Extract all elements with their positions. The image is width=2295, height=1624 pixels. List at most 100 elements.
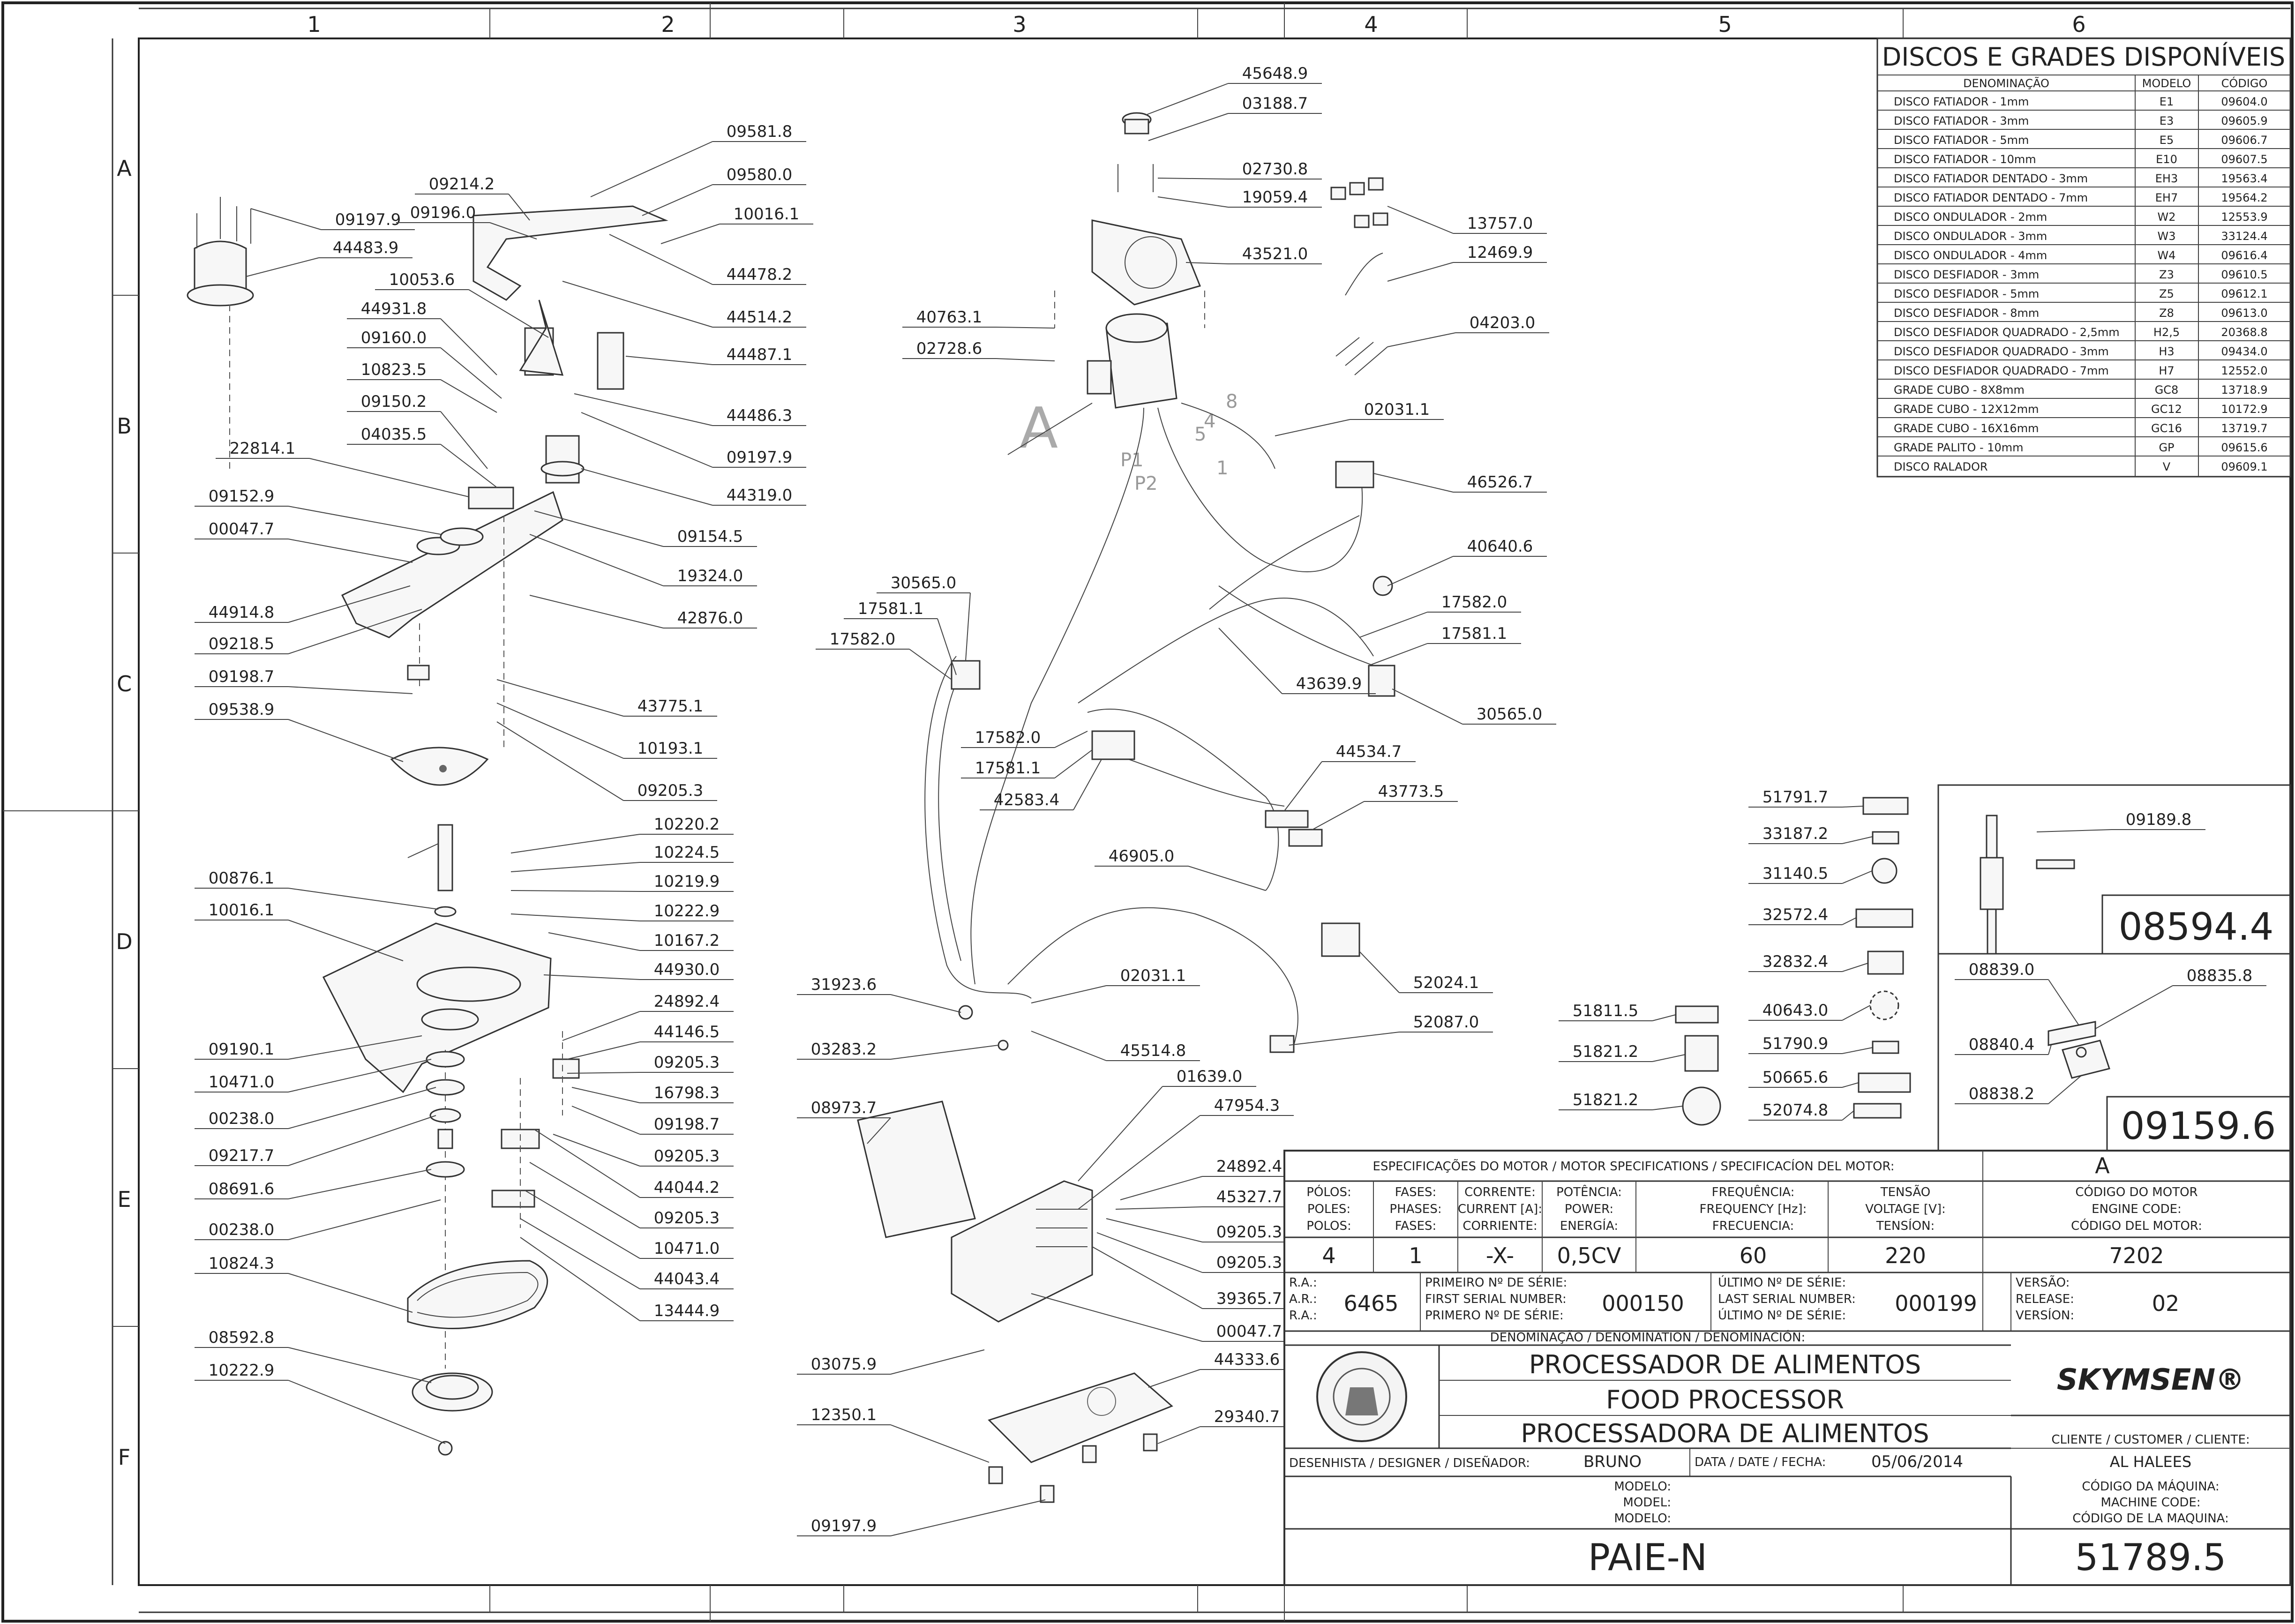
poles-label-en: POLES:	[1307, 1202, 1350, 1216]
callout-leader	[288, 1115, 436, 1166]
disc-denomination: DISCO DESFIADOR QUADRADO - 2,5mm	[1894, 326, 2120, 339]
disc-denomination: DISCO FATIADOR DENTADO - 3mm	[1894, 172, 2088, 185]
disc-denomination: DISCO ONDULADOR - 2mm	[1894, 210, 2047, 224]
callout-leader	[288, 506, 441, 535]
disc-model: GC12	[2151, 403, 2182, 416]
column-label-4: 4	[1364, 12, 1378, 37]
motor-spec-header: ESPECIFICAÇÕES DO MOTOR / MOTOR SPECIFIC…	[1373, 1159, 1895, 1174]
part-callout: 12350.1	[811, 1406, 877, 1424]
column-label-2: 2	[661, 12, 675, 37]
last-serial-label-pt: ÚLTIMO Nº DE SÉRIE:	[1718, 1275, 1846, 1290]
part-callout: 10193.1	[638, 739, 704, 758]
callout-leader	[1387, 262, 1454, 282]
callout-leader	[571, 1106, 640, 1135]
callout-leader	[2095, 985, 2173, 1029]
callout-leader	[590, 141, 713, 197]
poles-label-pt: PÓLOS:	[1306, 1184, 1351, 1199]
ra-label-en: A.R.:	[1289, 1292, 1317, 1306]
callout-leader	[440, 411, 488, 469]
column-label-1: 1	[307, 12, 321, 37]
product-name-pt: PROCESSADOR DE ALIMENTOS	[1529, 1350, 1921, 1379]
motor-spec-table: ESPECIFICAÇÕES DO MOTOR / MOTOR SPECIFIC…	[1283, 1150, 2291, 1586]
part-callout: 12469.9	[1467, 243, 1533, 262]
callout-leader	[468, 289, 549, 338]
part-callout: 00238.0	[209, 1109, 275, 1128]
part-callout: 44930.0	[654, 960, 720, 979]
part-callout: 51811.5	[1573, 1002, 1639, 1020]
part-callout: 19324.0	[677, 567, 743, 585]
model-label-pt: MODELO:	[1614, 1480, 1671, 1494]
callout-leader	[581, 412, 713, 468]
callout-leader	[288, 1380, 446, 1444]
part-callout: 31140.5	[1762, 864, 1829, 883]
part-callout: 09150.2	[361, 392, 427, 411]
disc-code: 09607.5	[2221, 153, 2267, 166]
part-callout: 32572.4	[1762, 906, 1829, 924]
row-label-C: C	[117, 671, 132, 696]
callout-leader	[1115, 1206, 1203, 1210]
callout-leader	[1368, 643, 1428, 666]
part-callout: 09152.9	[209, 487, 275, 506]
part-callout: 17582.0	[1441, 593, 1508, 612]
row-label-D: D	[116, 929, 132, 954]
callout-leader	[1146, 83, 1229, 115]
callout-leader	[250, 208, 322, 230]
disc-denomination: DISCO RALADOR	[1894, 460, 1988, 473]
disc-denomination: DISCO FATIADOR - 1mm	[1894, 95, 2029, 108]
callout-leader	[1218, 628, 1282, 694]
callout-leader	[1157, 1426, 1200, 1444]
part-callout: 44146.5	[654, 1023, 720, 1041]
callout-leader	[440, 347, 502, 399]
discs-header-model: MODELO	[2142, 77, 2191, 90]
callout-leader	[867, 1117, 891, 1144]
part-callout: 10167.2	[654, 931, 720, 950]
callout-leader	[1842, 1047, 1873, 1054]
column-label-5: 5	[1718, 12, 1732, 37]
product-name-es: PROCESSADORA DE ALIMENTOS	[1521, 1419, 1929, 1448]
first-serial-label-en: FIRST SERIAL NUMBER:	[1425, 1292, 1567, 1306]
part-callout: 24892.4	[1216, 1157, 1282, 1176]
disc-code: 12553.9	[2221, 210, 2267, 224]
part-callout: 39365.7	[1216, 1289, 1282, 1308]
frequency-value: 60	[1740, 1243, 1767, 1268]
callout-leader	[529, 595, 664, 629]
current-label-es: CORRIENTE:	[1462, 1219, 1537, 1233]
part-callout: 09189.8	[2126, 810, 2192, 829]
part-callout: 02730.8	[1242, 160, 1308, 179]
discs-header-denomination: DENOMINAÇÃO	[1963, 76, 2049, 90]
part-callout: 44043.4	[654, 1270, 720, 1288]
part-callout: 09205.3	[638, 781, 704, 800]
part-callout: 09198.7	[209, 667, 275, 686]
part-callout: 08839.0	[1969, 960, 2035, 979]
part-callout: 09205.3	[1216, 1223, 1282, 1242]
callout-leader	[529, 534, 664, 586]
discs-table: DISCOS E GRADES DISPONÍVEIS DENOMINAÇÃO …	[1876, 37, 2291, 478]
callout-leader	[2036, 829, 2112, 832]
disc-denomination: GRADE PALITO - 10mm	[1894, 441, 2024, 454]
frequency-label-es: FRECUENCIA:	[1712, 1219, 1794, 1233]
power-label-pt: POTÊNCIA:	[1556, 1184, 1622, 1199]
first-serial-value: 000150	[1602, 1291, 1684, 1316]
callout-leader	[1157, 196, 1229, 208]
part-callout: 10471.0	[209, 1073, 275, 1092]
callout-leader	[288, 609, 422, 654]
date-value: 05/06/2014	[1871, 1452, 1963, 1471]
part-callout: 10471.0	[654, 1239, 720, 1258]
model-label-en: MODEL:	[1623, 1496, 1671, 1510]
part-callout: 10016.1	[734, 205, 800, 224]
callout-leader	[288, 1087, 436, 1129]
model-value: PAIE-N	[1588, 1537, 1707, 1579]
callout-leader	[1096, 1232, 1203, 1273]
disc-code: 13718.9	[2221, 383, 2267, 397]
wire-label-p1: P1	[1120, 449, 1144, 471]
part-callout: 52074.8	[1762, 1101, 1829, 1120]
brand-logo: SKYMSEN®	[2057, 1362, 2244, 1397]
part-callout: 02031.1	[1120, 966, 1186, 985]
frequency-label-pt: FREQUÊNCIA:	[1712, 1184, 1795, 1199]
callout-leader	[1387, 556, 1454, 586]
disc-denomination: DISCO FATIADOR - 3mm	[1894, 114, 2029, 127]
disc-code: 09616.4	[2221, 249, 2267, 262]
detail-boxes: 08594.4 09159.6	[1937, 784, 2291, 1269]
disc-code: 12552.0	[2221, 364, 2267, 377]
